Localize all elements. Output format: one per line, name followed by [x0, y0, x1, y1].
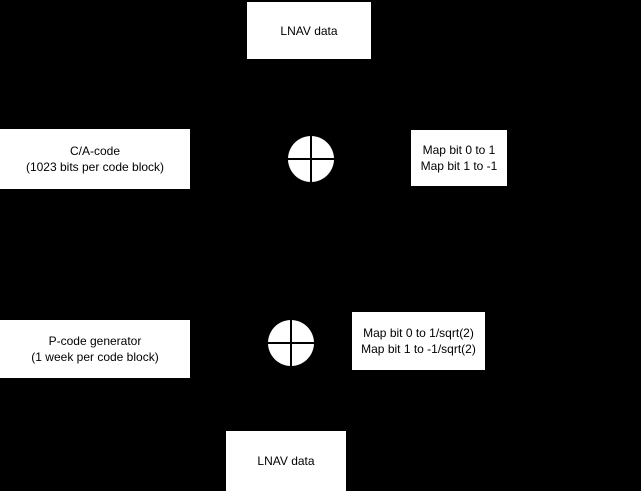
block-text-line: LNAV data: [280, 23, 338, 38]
block-text-line: (1 week per code block): [31, 350, 159, 364]
block-text-line: LNAV data: [257, 454, 315, 468]
p-code-generator-block: P-code generator (1 week per code block): [0, 320, 190, 378]
lnav-data-top-block: LNAV data: [247, 2, 371, 59]
block-text-line: Map bit 0 to 1/sqrt(2): [363, 326, 474, 340]
block-text-line: Map bit 1 to -1: [420, 159, 498, 173]
block-text-line: Map bit 1 to -1/sqrt(2): [361, 342, 476, 356]
mixer-vertical-bar: [310, 136, 312, 182]
block-text-line: P-code generator: [48, 334, 142, 348]
lnav-data-bottom-block: LNAV data: [226, 431, 346, 491]
modulo-2-adder-p-icon: [268, 320, 314, 366]
map-p-block: Map bit 0 to 1/sqrt(2) Map bit 1 to -1/s…: [352, 312, 485, 370]
ca-code-block: C/A-code (1023 bits per code block): [0, 129, 190, 189]
modulo-2-adder-ca-icon: [288, 136, 334, 182]
block-text-line: Map bit 0 to 1: [422, 143, 496, 157]
block-text-line: (1023 bits per code block): [25, 160, 165, 174]
block-text-line: C/A-code: [69, 144, 121, 158]
map-ca-block: Map bit 0 to 1 Map bit 1 to -1: [411, 130, 507, 186]
mixer-vertical-bar: [290, 320, 292, 366]
